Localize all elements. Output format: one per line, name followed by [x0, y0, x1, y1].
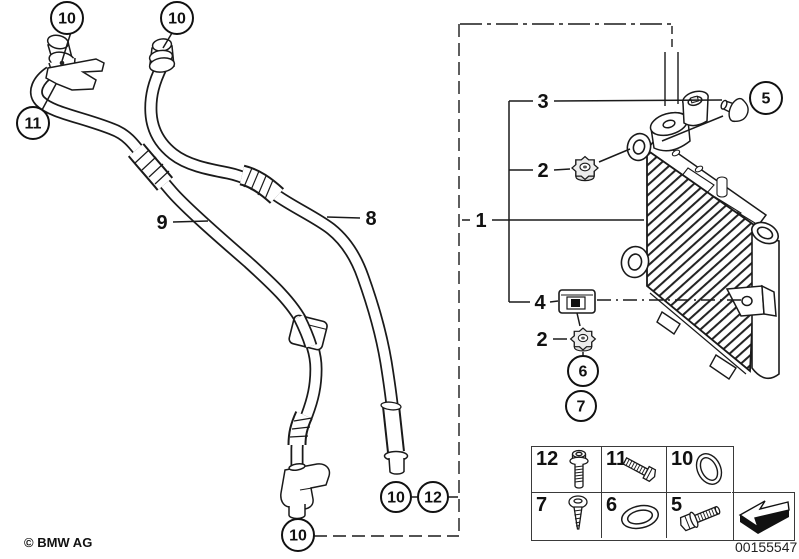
fastener-legend: 12 11 — [531, 446, 734, 541]
hose-9-top-fitting — [45, 34, 105, 91]
legend-cell-11[interactable]: 11 — [602, 447, 667, 493]
legend-cell-7[interactable]: 7 — [532, 493, 602, 538]
callout-10-bottom-left[interactable]: 10 — [281, 518, 315, 552]
svg-text:10: 10 — [289, 528, 307, 545]
cooler-mounting-ears — [620, 132, 652, 279]
label-2-upper: 2 — [537, 160, 548, 182]
svg-text:6: 6 — [579, 364, 588, 381]
callout-5[interactable]: 5 — [749, 81, 783, 115]
callout-12[interactable]: 12 — [417, 481, 449, 513]
tapping-screw-icon — [568, 495, 588, 530]
callout-10-top-left[interactable]: 10 — [50, 1, 84, 35]
legend-num-6: 6 — [606, 494, 618, 516]
o-ring-icon — [695, 453, 723, 485]
direction-arrow-icon — [738, 500, 790, 534]
label-2-lower: 2 — [536, 329, 547, 351]
callout-6[interactable]: 6 — [567, 355, 599, 387]
label-9: 9 — [156, 212, 167, 234]
legend-cell-12[interactable]: 12 — [532, 447, 602, 493]
legend-cell-10[interactable]: 10 — [667, 447, 731, 493]
assembly-reference-lines — [314, 23, 679, 537]
oil-cooler — [620, 90, 780, 380]
callout-7[interactable]: 7 — [565, 390, 597, 422]
plug-part — [720, 97, 749, 123]
legend-num-12: 12 — [536, 448, 559, 470]
callout-10-top-right[interactable]: 10 — [160, 1, 194, 35]
callout-11[interactable]: 11 — [16, 106, 50, 140]
direction-arrow-box — [732, 492, 795, 541]
svg-text:10: 10 — [58, 11, 76, 28]
cooler-feet — [656, 310, 737, 380]
legend-cell-5[interactable]: 5 — [667, 493, 731, 538]
legend-num-10: 10 — [671, 448, 694, 470]
cooler-core — [646, 148, 758, 373]
callout-leaders — [41, 31, 744, 498]
legend-num-11: 11 — [606, 448, 628, 470]
svg-text:12: 12 — [424, 490, 442, 507]
image-number: 00155547 — [735, 539, 798, 555]
label-4: 4 — [534, 292, 546, 314]
flange-bolt-icon — [569, 449, 589, 489]
hose-8 — [144, 63, 409, 475]
legend-num-7: 7 — [536, 494, 548, 516]
plastic-nut-upper — [571, 155, 599, 182]
svg-text:10: 10 — [387, 490, 405, 507]
o-ring-large-icon — [621, 504, 659, 530]
label-1: 1 — [475, 210, 486, 232]
svg-text:7: 7 — [577, 399, 586, 416]
hose-9 — [29, 66, 331, 520]
hose-clamp — [288, 314, 328, 351]
legend-num-5: 5 — [671, 494, 683, 516]
svg-text:5: 5 — [762, 91, 771, 108]
cooler-bracket-tab — [725, 284, 777, 317]
clip-part — [558, 289, 596, 314]
label-8: 8 — [365, 208, 376, 230]
hose-9-bottom-fitting — [280, 463, 331, 520]
svg-text:10: 10 — [168, 11, 186, 28]
hex-bolt-icon — [622, 457, 657, 483]
label-3: 3 — [537, 91, 548, 113]
hose-8-bottom-fitting — [383, 450, 409, 475]
hose-8-top-fitting — [148, 38, 176, 73]
plastic-nut-lower — [569, 327, 597, 352]
copyright-text: © BMW AG — [24, 535, 93, 550]
svg-text:11: 11 — [25, 116, 42, 133]
legend-cell-6[interactable]: 6 — [602, 493, 667, 538]
callout-10-bottom-mid[interactable]: 10 — [380, 481, 412, 513]
hex-flange-bolt-icon — [679, 505, 721, 532]
